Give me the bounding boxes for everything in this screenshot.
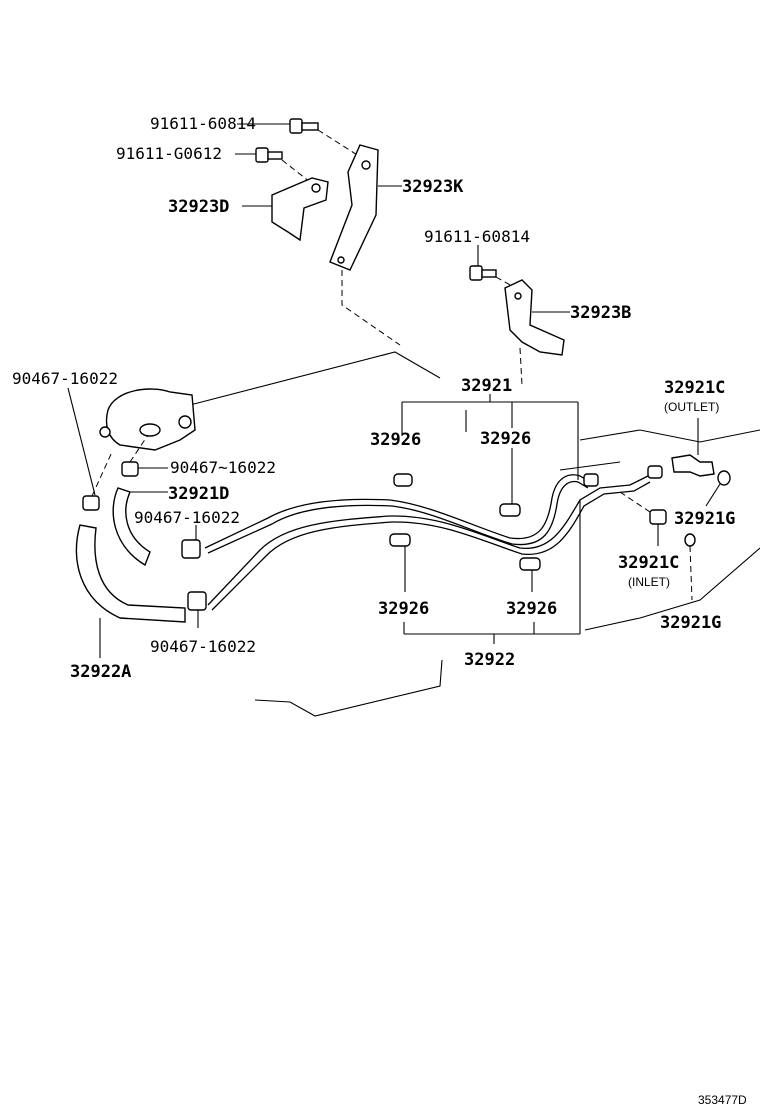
note-inlet: (INLET) (628, 575, 670, 589)
dash-clip-far-left (91, 451, 113, 497)
label-hose-d: 32921D (168, 484, 229, 504)
hose-32922a[interactable] (75, 524, 186, 658)
note-outlet: (OUTLET) (664, 400, 719, 414)
union-fittings-upper[interactable] (583, 454, 715, 487)
label-grommet-ur: 32926 (480, 429, 531, 449)
grommet-ur[interactable] (499, 503, 521, 517)
label-bracket-k: 32923K (402, 177, 464, 197)
clip-hose-top[interactable] (121, 461, 139, 477)
dash-clip-hose-top (129, 434, 149, 463)
label-union-outlet: 32921C (664, 378, 725, 398)
label-clip-hose-top: 90467~16022 (170, 458, 276, 477)
hose-32921d[interactable] (112, 487, 168, 567)
label-bracket-b: 32923B (570, 303, 631, 323)
leader-clip-far-left (67, 387, 96, 496)
leader-gasket-upper (705, 483, 721, 507)
label-clip-far-left: 90467-16022 (12, 369, 118, 388)
pump-assembly[interactable] (99, 388, 196, 451)
label-gasket-upper: 32921G (674, 509, 735, 529)
label-gasket-lower: 32921G (660, 613, 721, 633)
vehicle-outline (189, 270, 760, 717)
clip-mid[interactable] (181, 539, 201, 559)
union-inlet[interactable] (619, 491, 667, 546)
bracket-lines-32921 (401, 394, 579, 480)
label-hose-a: 32922A (70, 662, 131, 682)
grommet-ll[interactable] (389, 533, 411, 547)
bolt-mid[interactable] (235, 147, 311, 183)
bracket-32923d[interactable] (242, 177, 329, 242)
label-bolt-top: 91611-60814 (150, 114, 256, 133)
label-union-inlet: 32921C (618, 553, 679, 573)
label-tube-assy-lower: 32922 (464, 650, 515, 670)
diagram-reference: 353477D (698, 1093, 747, 1107)
bracket-lines-32922 (403, 500, 581, 644)
grommet-lr[interactable] (519, 557, 541, 571)
label-tube-assy-upper: 32921 (461, 376, 512, 396)
bracket-32923b[interactable] (504, 279, 570, 356)
label-grommet-ul: 32926 (370, 430, 421, 450)
label-bolt-right: 91611-60814 (424, 227, 530, 246)
clip-bottom[interactable] (187, 591, 207, 611)
label-bracket-d: 32923D (168, 197, 229, 217)
gasket-upper[interactable] (717, 470, 731, 486)
label-grommet-ll: 32926 (378, 599, 429, 619)
tube-assembly[interactable] (204, 474, 651, 611)
label-grommet-lr: 32926 (506, 599, 557, 619)
bracket-32923k[interactable] (329, 144, 402, 271)
bolt-right[interactable] (469, 245, 513, 287)
label-clip-mid: 90467-16022 (134, 508, 240, 527)
label-bolt-mid: 91611-G0612 (116, 144, 222, 163)
bolt-top[interactable] (237, 118, 363, 159)
grommet-ul[interactable] (393, 473, 413, 487)
gasket-lower[interactable] (684, 533, 696, 547)
label-clip-bottom: 90467-16022 (150, 637, 256, 656)
clip-far-left[interactable] (82, 495, 100, 511)
dash-gasket-lower (689, 545, 693, 601)
